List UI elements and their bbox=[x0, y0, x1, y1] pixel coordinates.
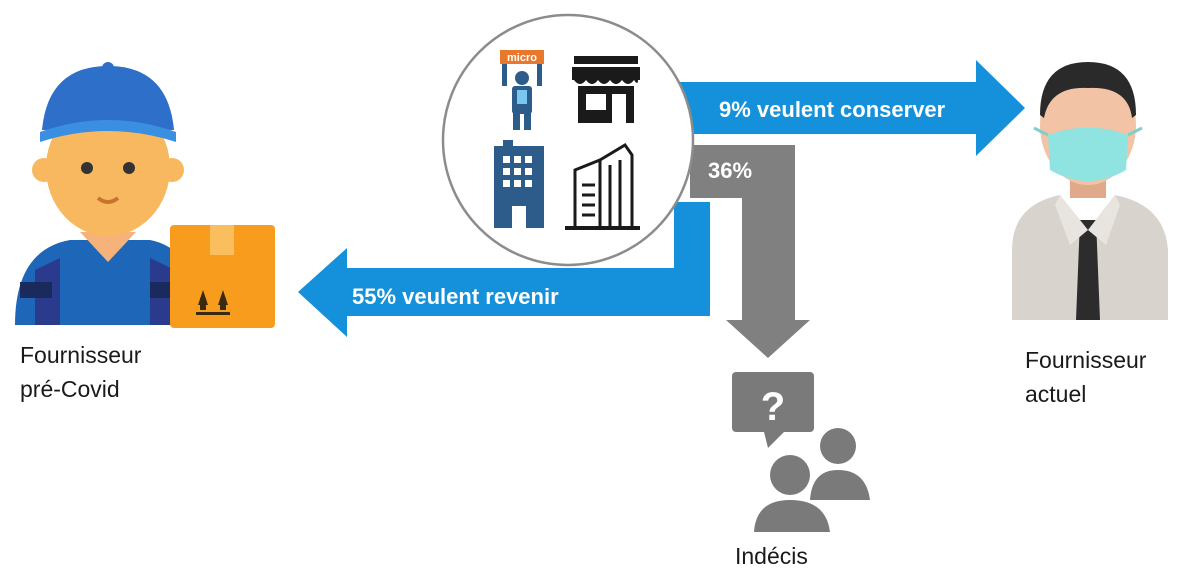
return-arrow: 55% veulent revenir bbox=[298, 202, 710, 337]
skyscraper-icon bbox=[565, 142, 640, 230]
micro-worker-icon: micro bbox=[500, 50, 544, 130]
undecided-label: Indécis bbox=[735, 543, 808, 569]
customer-hub: micro bbox=[441, 13, 695, 267]
current-line1: Fournisseur bbox=[1025, 347, 1147, 373]
undecided-arrow: 36% bbox=[690, 145, 810, 358]
pre-covid-line1: Fournisseur bbox=[20, 342, 142, 368]
keep-arrow-label: 9% veulent conserver bbox=[719, 97, 946, 122]
shop-icon bbox=[572, 56, 640, 123]
office-building-icon bbox=[494, 140, 544, 228]
current-line2: actuel bbox=[1025, 381, 1087, 407]
current-supplier-label: Fournisseur actuel bbox=[1025, 343, 1146, 411]
return-arrow-label: 55% veulent revenir bbox=[352, 284, 559, 309]
keep-arrow: 9% veulent conserver bbox=[670, 60, 1025, 156]
undecided-arrow-label: 36% bbox=[708, 158, 752, 183]
svg-text:?: ? bbox=[761, 385, 785, 429]
micro-tag: micro bbox=[507, 52, 537, 64]
pre-covid-line2: pré-Covid bbox=[20, 376, 120, 402]
people-question-icon: ? bbox=[732, 372, 870, 532]
pre-covid-supplier-label: Fournisseur pré-Covid bbox=[20, 338, 141, 406]
masked-man-icon bbox=[1012, 62, 1168, 320]
delivery-worker-icon bbox=[15, 62, 275, 328]
